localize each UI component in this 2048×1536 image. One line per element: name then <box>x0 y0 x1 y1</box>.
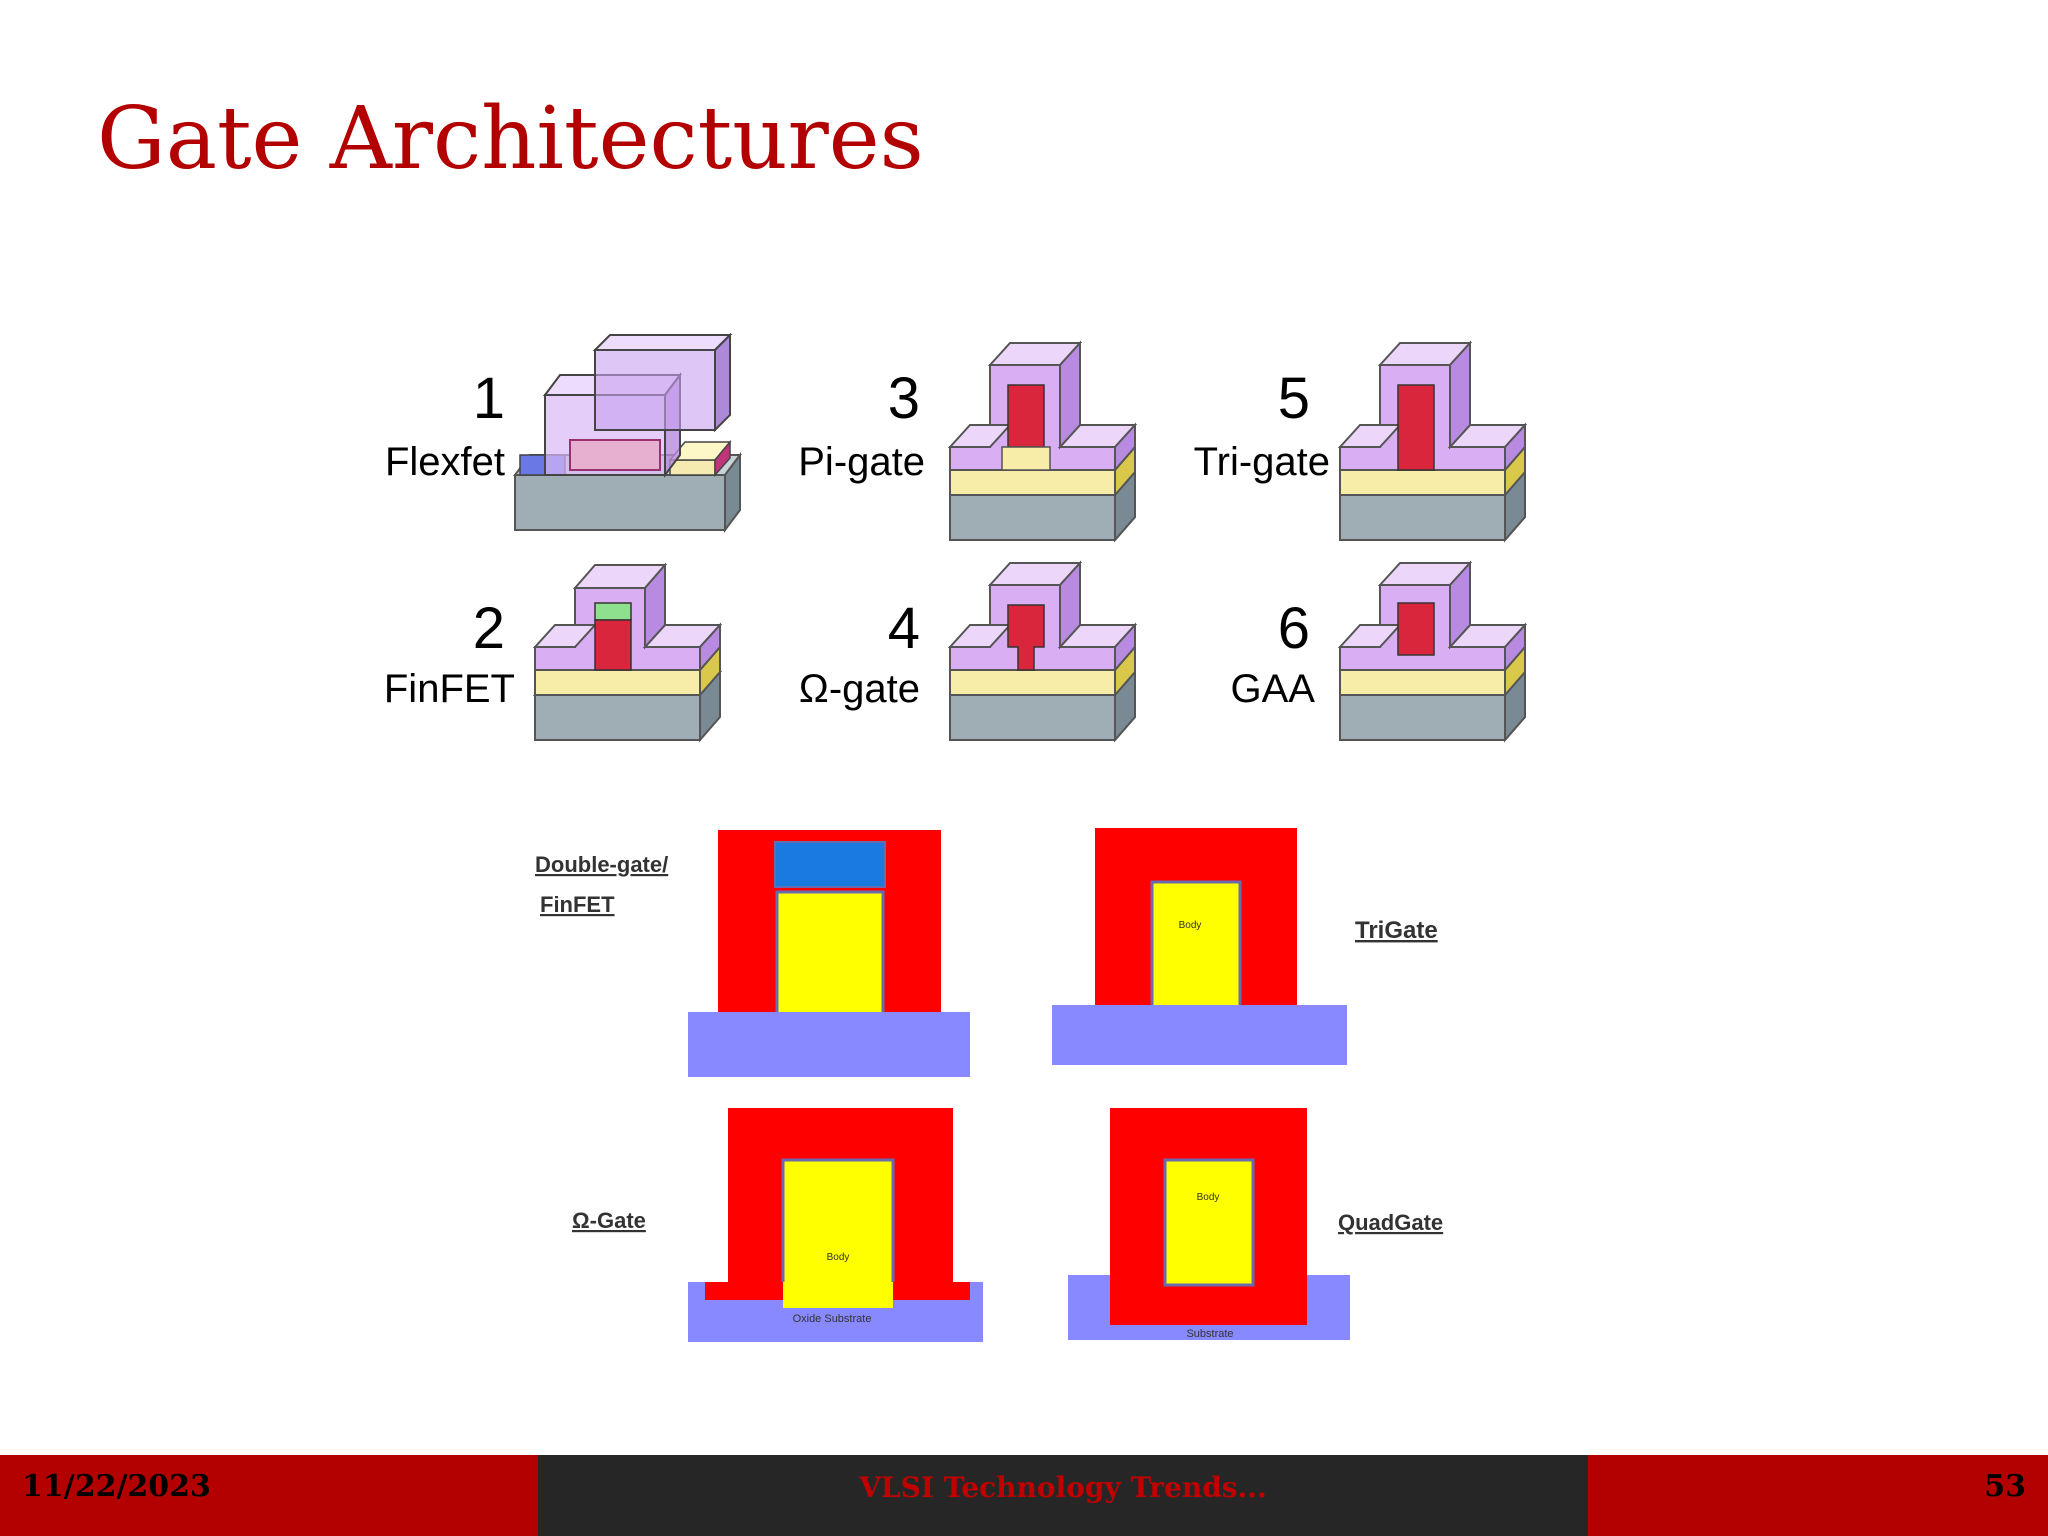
finfet-device <box>532 562 723 743</box>
omega-gate-label: Ω-gate <box>799 667 920 711</box>
flexfet-number: 1 <box>473 366 505 431</box>
finfet-number: 2 <box>473 596 505 661</box>
footer-right-section: 53 <box>1588 1455 2048 1536</box>
gate-3d-figure: 1 Flexfet 2 FinFET 3 Pi-gate <box>384 332 1528 743</box>
gaa-number: 6 <box>1278 596 1310 661</box>
footer-left-section: 11/22/2023 <box>0 1455 538 1536</box>
pi-gate-label: Pi-gate <box>798 440 925 484</box>
quadgate-body-label: Body <box>1197 1192 1220 1203</box>
finfet-label: FinFET <box>384 667 515 711</box>
footer-date: 11/22/2023 <box>22 1469 211 1504</box>
trigate-label: TriGate <box>1355 917 1438 944</box>
pi-gate-device <box>947 340 1138 543</box>
flexfet-device <box>513 332 742 533</box>
trigate-section <box>1052 828 1347 1065</box>
quadgate-substrate-label: Substrate <box>1186 1328 1233 1340</box>
omega-substrate-label: Oxide Substrate <box>793 1313 872 1325</box>
tri-gate-label: Tri-gate <box>1194 440 1330 484</box>
quadgate-label: QuadGate <box>1338 1210 1443 1235</box>
tri-gate-device <box>1337 340 1528 543</box>
omega-gate-device <box>947 560 1138 743</box>
omega-gate-number: 4 <box>888 596 920 661</box>
slide-title: Gate Architectures <box>97 89 924 189</box>
flexfet-label: Flexfet <box>385 440 505 484</box>
double-gate-label-line2: FinFET <box>540 892 615 917</box>
footer-page-number: 53 <box>1984 1469 2026 1504</box>
omega-body-label: Body <box>827 1252 850 1263</box>
quadgate-section <box>1068 1108 1350 1340</box>
pi-gate-number: 3 <box>888 366 920 431</box>
double-gate-section <box>688 830 970 1077</box>
gaa-device <box>1337 560 1528 743</box>
gaa-label: GAA <box>1231 667 1316 711</box>
omega-gate-label: Ω-Gate <box>572 1208 646 1233</box>
tri-gate-number: 5 <box>1278 366 1310 431</box>
footer-center-section: VLSI Technology Trends... <box>538 1455 1588 1536</box>
gate-cross-section-figure: Double-gate/ FinFET Body TriGate Body Ox… <box>535 828 1443 1342</box>
footer-presentation-title: VLSI Technology Trends... <box>859 1471 1267 1504</box>
double-gate-label-line1: Double-gate/ <box>535 852 668 877</box>
footer-bar: 11/22/2023 VLSI Technology Trends... 53 <box>0 1455 2048 1536</box>
omega-gate-section <box>688 1108 983 1342</box>
trigate-body-label: Body <box>1179 920 1202 931</box>
